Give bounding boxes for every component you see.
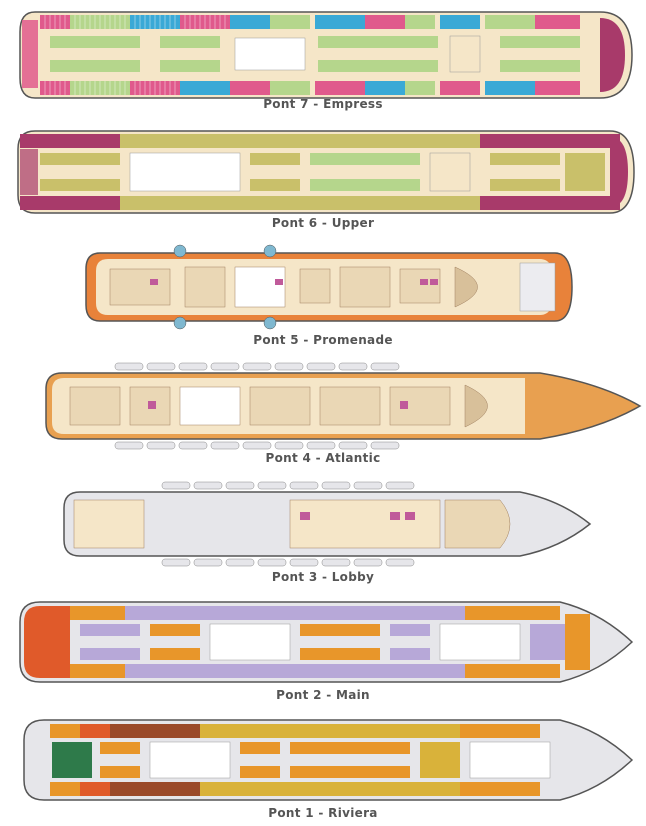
deck-lobby-plan[interactable]: [0, 481, 646, 567]
deck-atlantic-caption: Pont 4 - Atlantic: [265, 451, 381, 465]
deck-riviera-hull: [23, 719, 634, 801]
deck-main-caption: Pont 2 - Main: [276, 688, 370, 702]
deck-riviera-caption: Pont 1 - Riviera: [268, 806, 378, 820]
deck-upper-plan[interactable]: [0, 127, 646, 217]
deck-main: Pont 2 - Main: [0, 600, 646, 706]
deck-atlantic: Pont 4 - Atlantic: [0, 362, 646, 469]
deck-main-plan[interactable]: [0, 600, 646, 686]
deck-empress-plan[interactable]: [0, 8, 646, 99]
deck-lobby: Pont 3 - Lobby: [0, 481, 646, 586]
deck-empress-hull: [19, 11, 633, 99]
deck-empress-caption: Pont 7 - Empress: [263, 97, 383, 111]
deck-lobby-caption: Pont 3 - Lobby: [271, 570, 375, 584]
deck-upper: Pont 6 - Upper: [0, 127, 646, 237]
deck-promenade-caption: Pont 5 - Promenade: [253, 333, 393, 347]
deck-main-hull: [19, 601, 634, 683]
deck-upper-hull: [17, 130, 635, 214]
deck-promenade-plan[interactable]: [0, 244, 646, 330]
deck-promenade: Pont 5 - Promenade: [0, 244, 646, 350]
deck-atlantic-plan[interactable]: [0, 362, 646, 450]
deck-upper-caption: Pont 6 - Upper: [271, 216, 375, 230]
deck-riviera-plan[interactable]: [0, 718, 646, 804]
deck-empress: Pont 7 - Empress: [0, 8, 646, 123]
deck-riviera: Pont 1 - Riviera: [0, 718, 646, 824]
